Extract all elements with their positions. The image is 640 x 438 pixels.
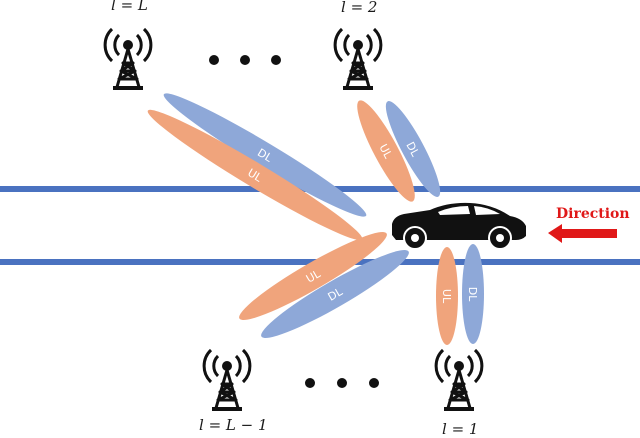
tower-bs-Lm1-icon: [202, 348, 252, 411]
svg-text:DL: DL: [403, 140, 422, 160]
beam-dl-bs-L: DL: [163, 93, 367, 217]
tower-label-bs-L: l = L: [111, 0, 148, 14]
beam-ul-bs-Lm1: UL: [239, 232, 387, 320]
direction-label: Direction: [556, 206, 630, 222]
beam-dl-bs-Lm1: DL: [261, 250, 409, 338]
svg-text:UL: UL: [440, 289, 453, 304]
car-icon: [392, 202, 526, 250]
svg-text:UL: UL: [376, 142, 395, 161]
beam-dl-bs-1: DL: [462, 244, 484, 344]
beam-dl-bs-2: DL: [385, 101, 441, 197]
beam-ul-bs-L: UL: [147, 109, 363, 241]
svg-text:DL: DL: [466, 287, 479, 302]
tower-label-bs-2: l = 2: [341, 0, 378, 16]
beam-ul-bs-2: UL: [357, 100, 415, 202]
ellipsis-top: [209, 55, 281, 65]
direction-arrow-icon: [548, 224, 617, 243]
tower-bs-L-icon: [103, 27, 153, 90]
beam-ul-bs-1: UL: [436, 247, 458, 345]
ellipsis-bottom: [305, 378, 379, 388]
tower-bs-1-icon: [434, 348, 484, 411]
tower-label-bs-Lm1: l = L − 1: [199, 416, 268, 434]
tower-label-bs-1: l = 1: [442, 420, 479, 438]
tower-bs-2-icon: [333, 27, 383, 90]
